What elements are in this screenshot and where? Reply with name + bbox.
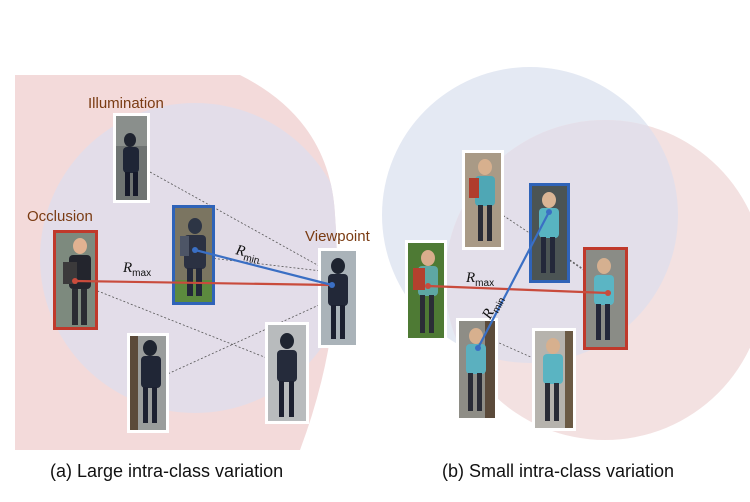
caption-panel-b: (b) Small intra-class variation — [442, 461, 675, 481]
r-max-line-a — [74, 279, 333, 287]
person-image-b-max-sample — [583, 247, 628, 350]
factor-label-illumination: Illumination — [88, 95, 164, 112]
panel-a-distance-lines — [72, 247, 335, 288]
person-image-viewpoint — [318, 248, 359, 348]
r-min-line-b — [477, 211, 550, 349]
panel-b-distance-lines — [425, 209, 611, 351]
person-image-b-left — [405, 240, 447, 341]
r-max-line-b — [427, 284, 609, 295]
person-image-illumination — [113, 113, 150, 203]
panel-a-images — [53, 113, 359, 433]
panel-b-images — [405, 150, 628, 431]
r-max-label-a: Rmax — [122, 260, 151, 279]
r-max-label-b: Rmax — [465, 270, 494, 289]
r-min-line-a — [194, 248, 333, 287]
person-image-bottom-right — [265, 322, 309, 424]
factor-label-viewpoint: Viewpoint — [305, 228, 370, 245]
factor-label-occlusion: Occlusion — [27, 208, 93, 225]
person-image-b-bottom-left — [456, 318, 498, 421]
person-image-b-top-left — [462, 150, 504, 250]
person-image-min-sample — [172, 205, 215, 305]
panel-a-dashed-lines — [74, 171, 331, 383]
caption-panel-a: (a) Large intra-class variation — [50, 461, 284, 481]
person-image-b-min-sample — [529, 183, 570, 283]
person-image-b-bottom-right — [532, 328, 576, 431]
person-image-bottom-left — [127, 333, 169, 433]
r-min-label-a: Rmin — [232, 242, 262, 267]
